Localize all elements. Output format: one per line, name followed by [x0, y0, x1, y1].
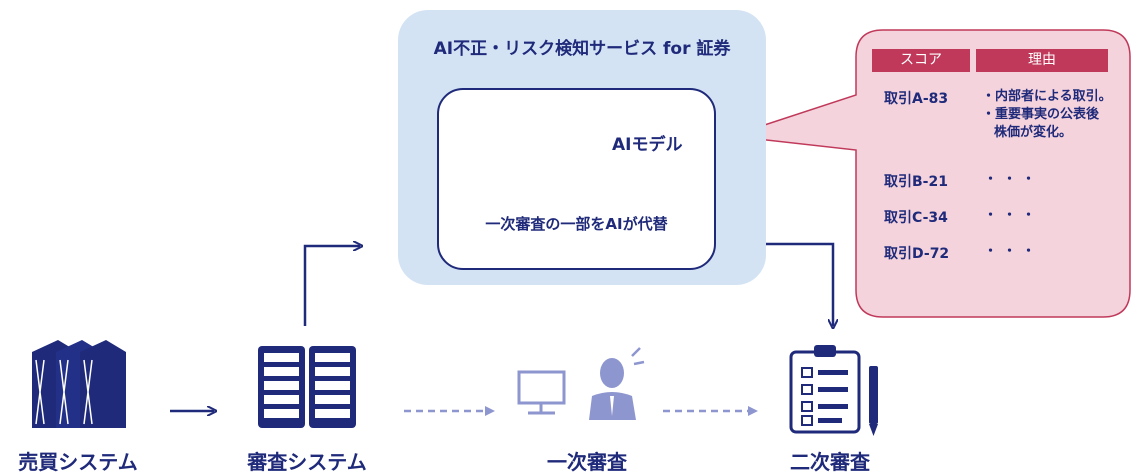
ai-service-title: AI不正・リスク検知サービス for 証券 [433, 39, 731, 59]
ai-model-caption: 一次審査の一部をAIが代替 [485, 215, 668, 233]
primary-review-label: 一次審査 [547, 450, 627, 474]
transaction-reason-line: ・重要事実の公表後 [982, 107, 1100, 122]
review-system-icon [258, 346, 356, 428]
score-column-header: スコア [872, 49, 970, 72]
reason-column-header: 理由 [976, 49, 1108, 72]
transaction-reason-line: ・内部者による取引。 [982, 89, 1112, 104]
trading-system-icon [32, 340, 126, 428]
arrow-to-ai-service [303, 246, 360, 326]
transaction-id: 取引A-83 [884, 91, 949, 107]
clipboard-icon [789, 345, 861, 434]
transaction-reason: ・・・ [984, 208, 1042, 223]
transaction-id: 取引C-34 [884, 210, 948, 226]
arrow-to-secondary-review [766, 242, 833, 326]
review-system-label: 審査システム [247, 450, 367, 474]
ai-model-label: AIモデル [612, 135, 683, 155]
monitor-icon [517, 370, 566, 415]
trading-system-label: 売買システム [18, 450, 138, 474]
secondary-review-label: 二次審査 [790, 450, 870, 474]
transaction-id: 取引B-21 [884, 174, 948, 190]
transaction-reason: ・・・ [984, 244, 1042, 259]
transaction-id: 取引D-72 [884, 246, 950, 262]
transaction-reason-line: 株価が変化。 [994, 125, 1073, 140]
score-speech-bubble [730, 29, 1131, 318]
pen-icon [869, 366, 878, 436]
reviewer-person-icon [589, 347, 645, 420]
transaction-reason: ・・・ [984, 172, 1042, 187]
ai-model-box [437, 88, 716, 270]
